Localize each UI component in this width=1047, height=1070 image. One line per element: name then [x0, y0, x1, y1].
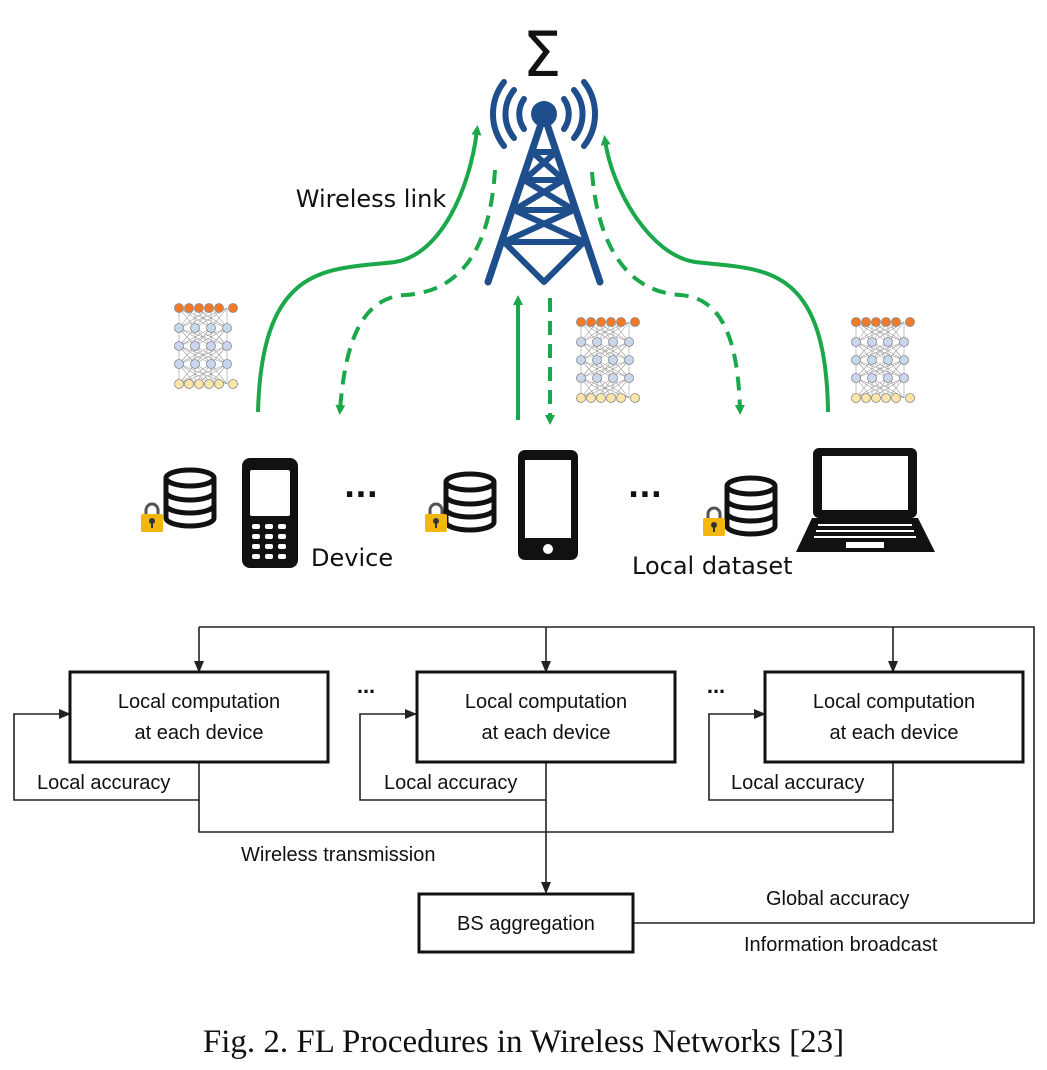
lock-icon [139, 502, 165, 534]
sigma-symbol: Σ [522, 18, 561, 91]
bs-aggregation-box: BS aggregation [417, 892, 635, 954]
local-computation-line1: Local computation [465, 691, 627, 713]
local-accuracy-label: Local accuracy [384, 772, 517, 794]
bs-aggregation-label: BS aggregation [457, 913, 595, 935]
local-computation-line2: at each device [482, 722, 611, 744]
fl-diagram: Σ Wireless link ... Device [13, 18, 1035, 956]
base-station-tower-icon [484, 79, 604, 286]
local-computation-line2: at each device [135, 722, 264, 744]
global-accuracy-label: Global accuracy [766, 888, 909, 910]
flow-ellipsis: ... [357, 673, 375, 698]
device-label: Device [311, 544, 393, 572]
laptop-icon [796, 448, 935, 552]
smartphone-icon [518, 450, 578, 560]
database-icon [727, 478, 775, 534]
database-icon [166, 470, 214, 526]
ellipsis-1: ... [344, 470, 378, 505]
flow-connectors [13, 626, 1035, 924]
local-accuracy-label: Local accuracy [37, 772, 170, 794]
neural-network-icon [174, 303, 238, 389]
local-computation-box: Local computation at each device [763, 670, 1025, 764]
wireless-link-arrows [256, 125, 830, 425]
local-computation-line2: at each device [830, 722, 959, 744]
figure-caption: Fig. 2. FL Procedures in Wireless Networ… [202, 1024, 845, 1060]
neural-network-icon [576, 317, 640, 403]
local-dataset-label: Local dataset [632, 552, 793, 580]
wireless-transmission-label: Wireless transmission [241, 844, 435, 866]
ellipsis-2: ... [628, 470, 662, 505]
local-computation-box: Local computation at each device [415, 670, 677, 764]
lock-icon [701, 506, 727, 538]
flow-ellipsis: ... [707, 673, 725, 698]
local-computation-line1: Local computation [813, 691, 975, 713]
local-computation-line1: Local computation [118, 691, 280, 713]
wireless-link-label: Wireless link [296, 185, 447, 213]
local-computation-box: Local computation at each device [68, 670, 330, 764]
database-icon [446, 474, 494, 530]
feature-phone-icon [242, 458, 298, 568]
neural-network-icon [851, 317, 915, 403]
information-broadcast-label: Information broadcast [744, 934, 938, 956]
local-accuracy-label: Local accuracy [731, 772, 864, 794]
